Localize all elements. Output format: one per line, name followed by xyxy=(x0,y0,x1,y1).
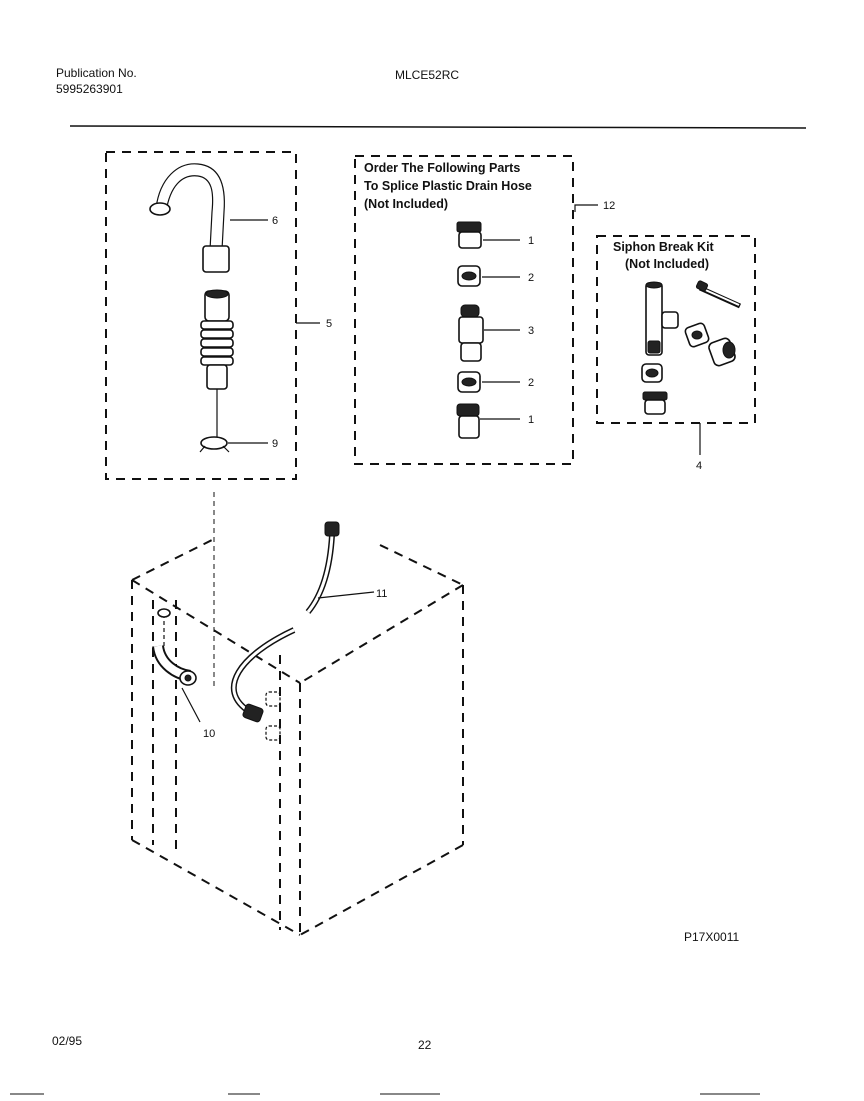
callout-9: 9 xyxy=(272,438,278,450)
drain-elbow-part-10 xyxy=(152,608,201,723)
callout-1-top: 1 xyxy=(528,235,534,247)
revision-date: 02/95 xyxy=(52,1034,83,1048)
page-number: 22 xyxy=(418,1038,432,1052)
siphon-heading-line1: Siphon Break Kit xyxy=(613,240,714,254)
siphon-bottom-cap xyxy=(642,391,668,415)
callout-12: 12 xyxy=(603,200,615,212)
splice-heading-line1: Order The Following Parts xyxy=(364,161,521,175)
callout-1-bottom: 1 xyxy=(528,414,534,426)
siphon-bottom-nut xyxy=(641,363,663,383)
splice-heading-line2: To Splice Plastic Drain Hose xyxy=(364,179,532,193)
model-number: MLCE52RC xyxy=(395,68,460,82)
hose-clamp-part-9 xyxy=(199,436,230,453)
callout-2-top: 2 xyxy=(528,272,534,284)
callout-10: 10 xyxy=(203,728,215,740)
callout-3: 3 xyxy=(528,325,534,337)
assembly-box-5 xyxy=(105,151,297,480)
siphon-adapter xyxy=(708,337,736,367)
callout-2-bottom: 2 xyxy=(528,377,534,389)
splice-heading-line3: (Not Included) xyxy=(364,197,449,211)
adapter-part-1-bottom xyxy=(456,403,480,439)
publication-label: Publication No. xyxy=(56,66,137,80)
coupler-part-3 xyxy=(458,304,484,362)
header-rule xyxy=(69,125,807,129)
siphon-tee-fitting xyxy=(645,281,679,356)
siphon-kit-box-4 xyxy=(596,235,756,424)
diagram-code: P17X0011 xyxy=(684,930,740,944)
drain-hose-section xyxy=(200,289,234,390)
washer-cabinet-outline xyxy=(131,539,464,936)
splice-kit-box-12 xyxy=(354,155,574,465)
hose-guide-part-6 xyxy=(149,163,230,273)
fill-hose-part-11 xyxy=(230,521,375,723)
nut-part-2-top xyxy=(457,265,481,287)
water-inlet-valves xyxy=(265,691,281,741)
adapter-part-1-top xyxy=(456,221,482,249)
siphon-vent-tube xyxy=(695,280,742,309)
callout-6: 6 xyxy=(272,215,278,227)
nut-part-2-bottom xyxy=(457,371,481,393)
callout-11: 11 xyxy=(376,588,387,600)
siphon-heading-line2: (Not Included) xyxy=(625,257,710,271)
callout-5: 5 xyxy=(326,318,332,330)
publication-number: 5995263901 xyxy=(56,82,123,96)
siphon-nut xyxy=(684,322,710,348)
callout-4: 4 xyxy=(696,460,702,472)
